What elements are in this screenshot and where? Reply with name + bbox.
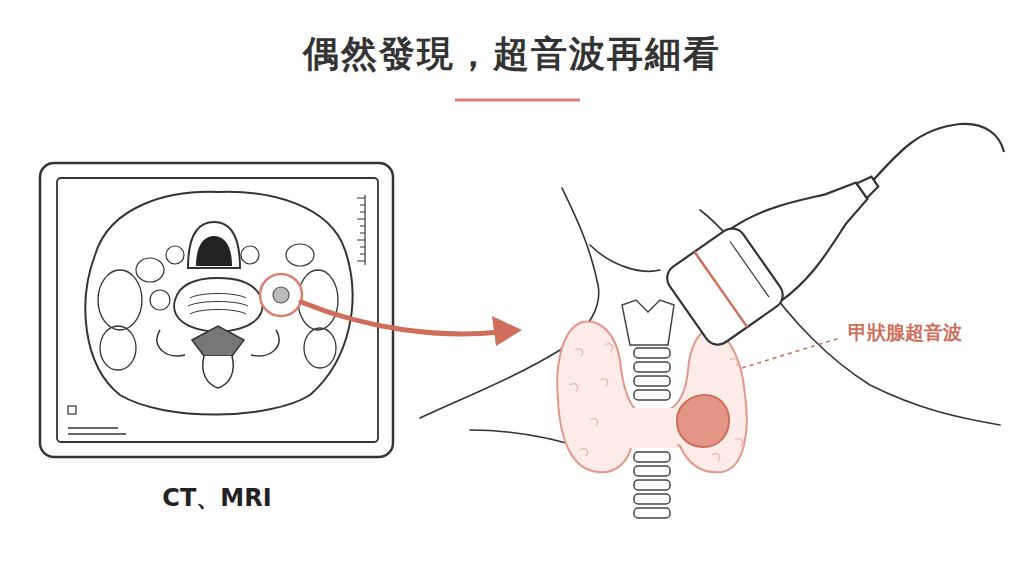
title: 偶然發現，超音波再細看 (0, 30, 1024, 79)
pointer-arrow (301, 302, 500, 334)
highlight-circle (260, 274, 302, 316)
image-caption: CT、MRI (38, 482, 396, 514)
title-underline (455, 99, 580, 102)
leader-line (742, 338, 840, 368)
isthmus (627, 408, 679, 448)
thyroid-nodule (677, 395, 729, 447)
part-label: 甲狀腺超音波 (846, 320, 964, 346)
ct-image-panel: CT、MRI (38, 160, 396, 530)
ct-image (40, 163, 393, 457)
probe-cable (868, 124, 1004, 186)
nodule-dot (273, 287, 289, 303)
neck-outline (420, 188, 1000, 450)
arrow-head (492, 316, 522, 346)
